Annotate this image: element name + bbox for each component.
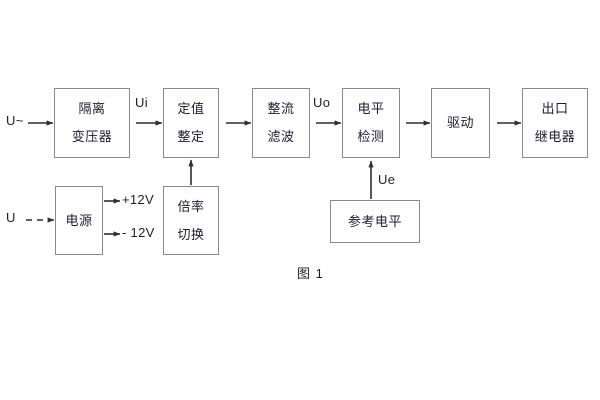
block-output-relay-line-1: 出口 — [541, 101, 569, 117]
signal-label-plus12v: +12V — [122, 192, 154, 207]
block-drive: 驱动 — [431, 88, 490, 158]
block-setting-value-line-2: 整定 — [177, 129, 205, 144]
block-drive-line-1: 驱动 — [446, 115, 474, 131]
block-multiplier-switch-line-2: 切换 — [177, 226, 205, 242]
block-isolation-transformer: 隔离 变压器 — [54, 88, 130, 158]
signal-label-uo: Uo — [313, 95, 331, 110]
signal-label-ue: Ue — [378, 172, 396, 187]
block-output-relay: 出口 继电器 — [522, 88, 588, 158]
block-level-detection-line-2: 检测 — [357, 129, 385, 144]
block-multiplier-switch-line-1: 倍率 — [177, 198, 205, 214]
signal-label-ui: Ui — [135, 95, 148, 110]
block-power-supply: 电源 — [55, 186, 103, 255]
block-isolation-transformer-line-1: 隔离 — [78, 101, 106, 117]
input-label-dc: U — [6, 210, 16, 225]
block-rectify-filter: 整流 滤波 — [252, 88, 310, 158]
signal-label-minus12v: - 12V — [122, 225, 155, 240]
block-power-supply-line-1: 电源 — [65, 212, 93, 228]
block-reference-level: 参考电平 — [330, 200, 420, 243]
block-setting-value-line-1: 定值 — [177, 101, 205, 117]
figure-caption: 图 1 — [297, 266, 324, 281]
block-isolation-transformer-line-2: 变压器 — [71, 129, 113, 144]
block-rectify-filter-line-2: 滤波 — [267, 129, 295, 144]
block-rectify-filter-line-1: 整流 — [267, 101, 295, 117]
block-output-relay-line-2: 继电器 — [534, 129, 576, 144]
block-level-detection-line-1: 电平 — [357, 101, 385, 117]
block-reference-level-line-1: 参考电平 — [347, 213, 402, 229]
block-setting-value: 定值 整定 — [163, 88, 219, 158]
block-multiplier-switch: 倍率 切换 — [163, 186, 219, 255]
block-level-detection: 电平 检测 — [342, 88, 400, 158]
input-label-ac: U~ — [6, 113, 24, 128]
